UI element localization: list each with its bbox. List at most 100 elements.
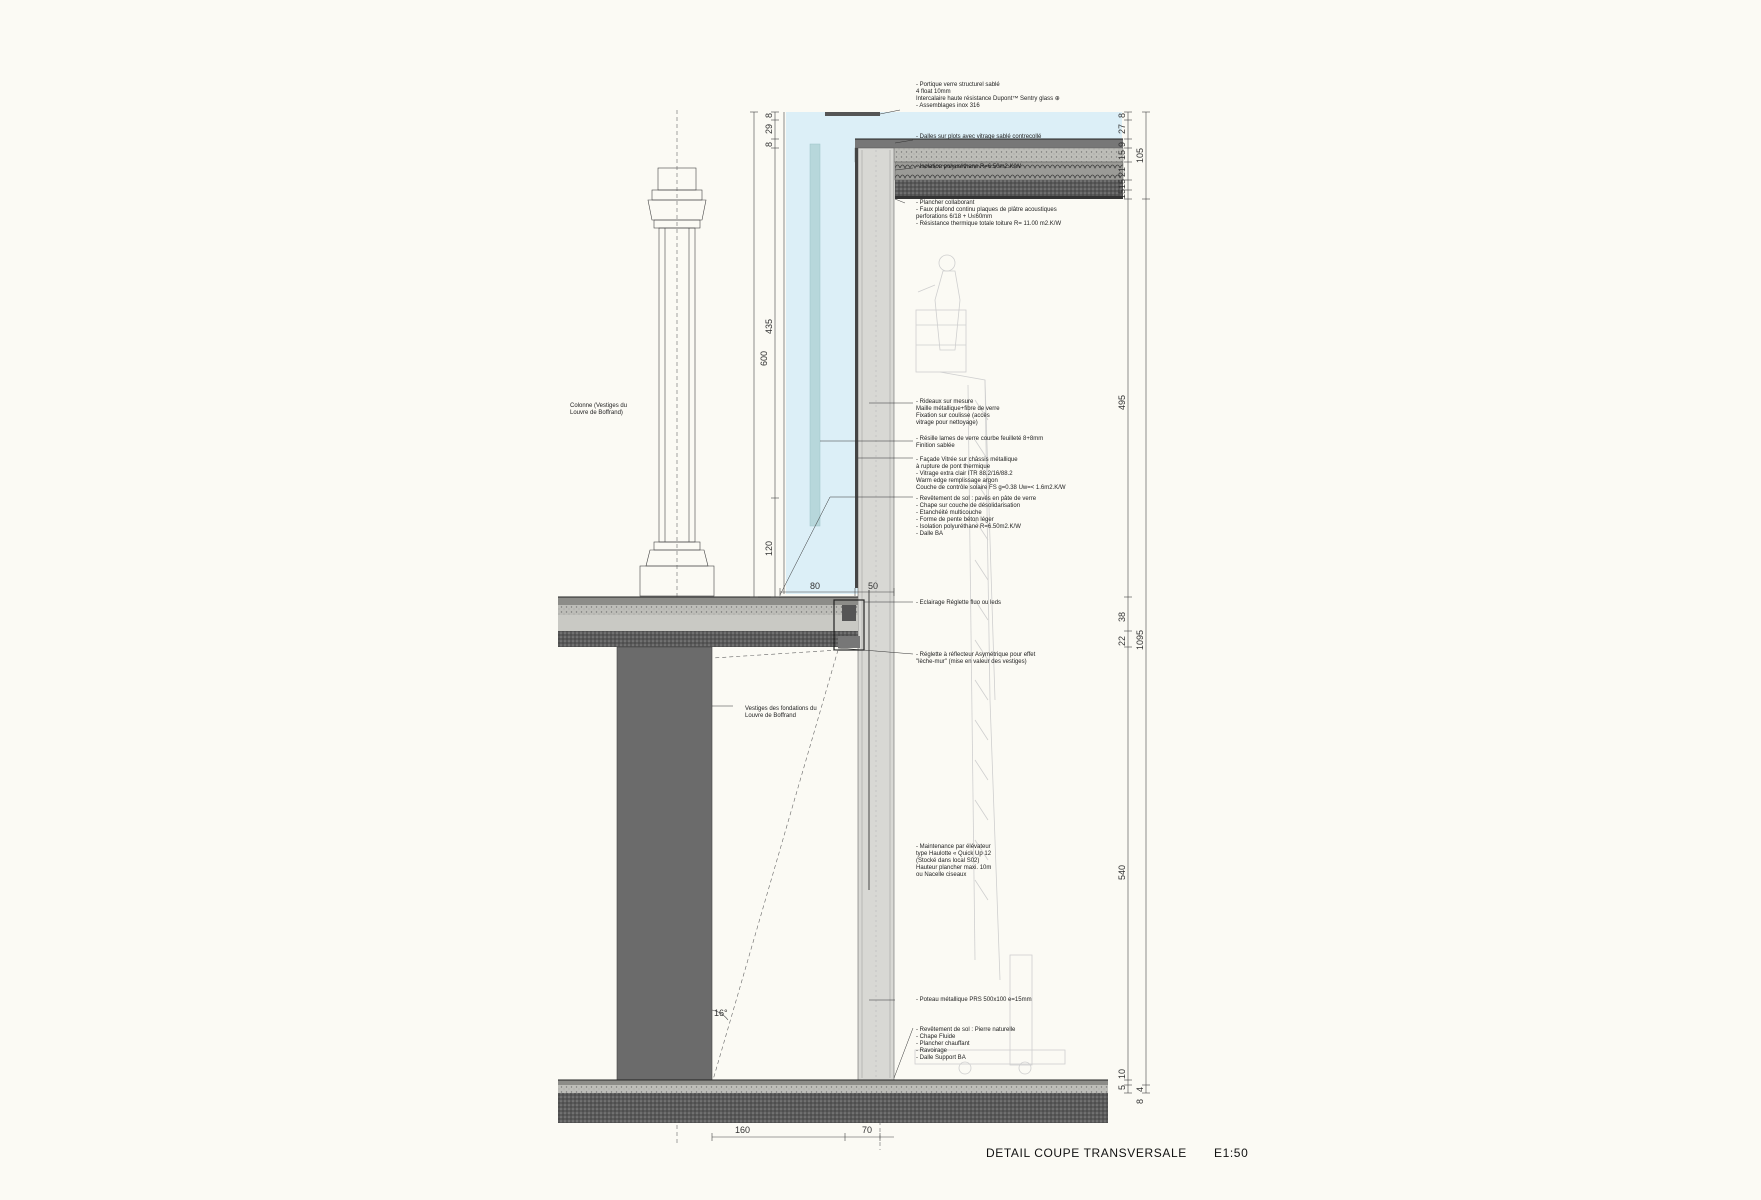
- dim-right-floor-2: 22: [1117, 636, 1127, 646]
- note-line: - Forme de pente béton léger: [916, 517, 994, 523]
- dim-right-105: 105: [1135, 148, 1145, 163]
- note-line: - Dalle BA: [916, 531, 943, 537]
- drawing-scale: E1:50: [1214, 1146, 1248, 1160]
- dim-right-roof-6: 15: [1117, 179, 1127, 189]
- note-line: - Réglette à réflecteur Asymétrique pour…: [916, 652, 1036, 658]
- note-line: Finition sablée: [916, 443, 955, 449]
- note-line: Louvre de Boffrand: [745, 713, 796, 719]
- lift-figure: [914, 254, 1066, 1075]
- note-line: - Plancher chauffant: [916, 1041, 970, 1047]
- note-line: à rupture de pont thermique: [916, 464, 991, 470]
- note-line: - Assemblages inox 316: [916, 103, 980, 109]
- dim-right-roof-5: 21: [1117, 167, 1127, 177]
- note-line: Warm edge remplissage argon: [916, 478, 998, 484]
- angle-label: 16°: [714, 1008, 728, 1018]
- note-line: - Isolation polyuréthane R=6.50m2.K/W: [916, 164, 1021, 170]
- facade-post: [855, 147, 895, 1081]
- note-line: vitrage pour nettoyage): [916, 420, 978, 426]
- dim-left-mid: 435: [764, 319, 774, 334]
- upper-floor-slab: [558, 596, 865, 651]
- dim-horiz-top-2: 50: [868, 581, 878, 591]
- foundation-pier: [616, 646, 713, 1094]
- dim-horiz-bottom-2: 70: [862, 1125, 872, 1135]
- lower-floor: [558, 1079, 1108, 1123]
- note-line: - Isolation polyuréthane R=6.50m2.K/W: [916, 524, 1021, 530]
- note-line: Maille métallique+fibre de verre: [916, 406, 1000, 412]
- note-line: perforations 6/18 + U≤60mm: [916, 214, 992, 220]
- note-post: - Poteau métallique PRS 500x100 e=15mm: [916, 997, 1032, 1003]
- roof: [854, 138, 1124, 199]
- note-line: - Façade Vitrée sur châssis métallique: [916, 457, 1018, 463]
- note-line: - Dalles sur plots avec vitrage sablé co…: [916, 134, 1042, 140]
- glass-enclosure: [783, 112, 1122, 594]
- note-line: Fixation sur coulisse (accès: [916, 413, 990, 419]
- dim-right-bottom-1: 5: [1117, 1085, 1127, 1090]
- dim-right-floor-1: 38: [1117, 612, 1127, 622]
- dim-horiz-bottom-1: 160: [735, 1125, 750, 1135]
- note-curtains: - Rideaux sur mesure Maille métallique+f…: [916, 399, 1000, 426]
- dim-right-total: 1095: [1135, 630, 1145, 650]
- dim-right-roof-4: 15: [1117, 150, 1127, 160]
- dim-left-upper-3: 8: [764, 142, 774, 147]
- curved-glass-panel: [809, 143, 821, 527]
- note-line: type Haulotte « Quick Up 12: [916, 851, 992, 857]
- dimensions: 600 8 29 8 435 120 8 27 9 15 21 15: [711, 111, 1150, 1150]
- note-line: - Résille lames de verre courbe feuillet…: [916, 436, 1043, 442]
- note-line: "lèche-mur" (mise en valeur des vestiges…: [916, 659, 1027, 665]
- note-line: - Rideaux sur mesure: [916, 399, 974, 405]
- note-line: - Dalle Support BA: [916, 1055, 966, 1061]
- note-line: - Poteau métallique PRS 500x100 e=15mm: [916, 997, 1032, 1003]
- note-line: Hauteur plancher maxi. 10m: [916, 865, 991, 871]
- note-roof-slab: - Dalles sur plots avec vitrage sablé co…: [916, 134, 1042, 140]
- dim-right-bottom-4: 8: [1135, 1099, 1145, 1104]
- note-glass-portico: - Portique verre structurel sablé 4 floa…: [916, 82, 1060, 109]
- note-reflector: - Réglette à réflecteur Asymétrique pour…: [916, 652, 1036, 665]
- note-line: - Revêtement de sol : pavés en pâte de v…: [916, 496, 1037, 502]
- leaders: [712, 109, 914, 1079]
- note-line: Vestiges des fondations du: [745, 706, 817, 712]
- note-line: - Eclairage Réglette fluo ou leds: [916, 600, 1001, 606]
- note-roof-ceiling: - Plancher collaborant - Faux plafond co…: [916, 200, 1061, 227]
- dim-left-total: 600: [759, 351, 769, 366]
- dim-horiz-top-1: 80: [810, 581, 820, 591]
- note-foundations: Vestiges des fondations du Louvre de Bof…: [745, 706, 817, 719]
- portico-fixing: [825, 112, 880, 116]
- dim-right-roof-2: 27: [1117, 124, 1127, 134]
- dim-right-roof-7: 15: [1117, 189, 1127, 199]
- dim-right-495: 495: [1117, 395, 1127, 410]
- note-maintenance: - Maintenance par élévateur type Haulott…: [916, 844, 992, 878]
- light-cone: 16°: [711, 649, 839, 1081]
- note-line: - Plancher collaborant: [916, 200, 975, 206]
- dim-right-roof-1: 8: [1117, 113, 1127, 118]
- dim-left-upper-2: 29: [764, 124, 774, 134]
- note-floor-lower: - Revêtement de sol : Pierre naturelle -…: [916, 1027, 1016, 1061]
- note-roof-insulation: - Isolation polyuréthane R=6.50m2.K/W: [916, 164, 1021, 170]
- dim-right-bottom-3: 4: [1135, 1087, 1145, 1092]
- note-line: - Vitrage extra clair ITR 88.2/16/88.2: [916, 471, 1013, 477]
- note-lighting: - Eclairage Réglette fluo ou leds: [916, 600, 1001, 606]
- dim-right-bottom-2: 10: [1117, 1069, 1127, 1079]
- note-line: - Etanchéité multicouche: [916, 510, 982, 516]
- note-floor-upper: - Revêtement de sol : pavés en pâte de v…: [916, 496, 1037, 537]
- note-curved-glass: - Résille lames de verre courbe feuillet…: [916, 436, 1043, 449]
- note-line: Colonne (Vestiges du: [570, 403, 627, 409]
- note-line: Louvre de Boffrand): [570, 410, 623, 416]
- note-facade: - Façade Vitrée sur châssis métallique à…: [916, 457, 1066, 491]
- note-line: - Faux plafond continu plaques de plâtre…: [916, 207, 1057, 213]
- dim-left-low: 120: [764, 541, 774, 556]
- notes: - Portique verre structurel sablé 4 floa…: [570, 82, 1066, 1061]
- note-line: - Portique verre structurel sablé: [916, 82, 1000, 88]
- note-line: Intercalaire haute résistance Dupont™ Se…: [916, 95, 1060, 102]
- note-line: - Chape Fluide: [916, 1034, 956, 1040]
- note-line: - Revêtement de sol : Pierre naturelle: [916, 1027, 1016, 1033]
- drawing-title: DETAIL COUPE TRANSVERSALE: [986, 1146, 1187, 1160]
- note-line: - Résistance thermique totale toiture R=…: [916, 221, 1061, 227]
- note-line: ou Nacelle ciseaux: [916, 872, 966, 878]
- dim-right-roof-3: 9: [1117, 142, 1127, 147]
- note-line: (Stocké dans local S02): [916, 858, 979, 864]
- note-column: Colonne (Vestiges du Louvre de Boffrand): [570, 403, 627, 416]
- note-line: - Ravoirage: [916, 1048, 948, 1054]
- dim-left-upper-1: 8: [764, 113, 774, 118]
- dim-right-540: 540: [1117, 865, 1127, 880]
